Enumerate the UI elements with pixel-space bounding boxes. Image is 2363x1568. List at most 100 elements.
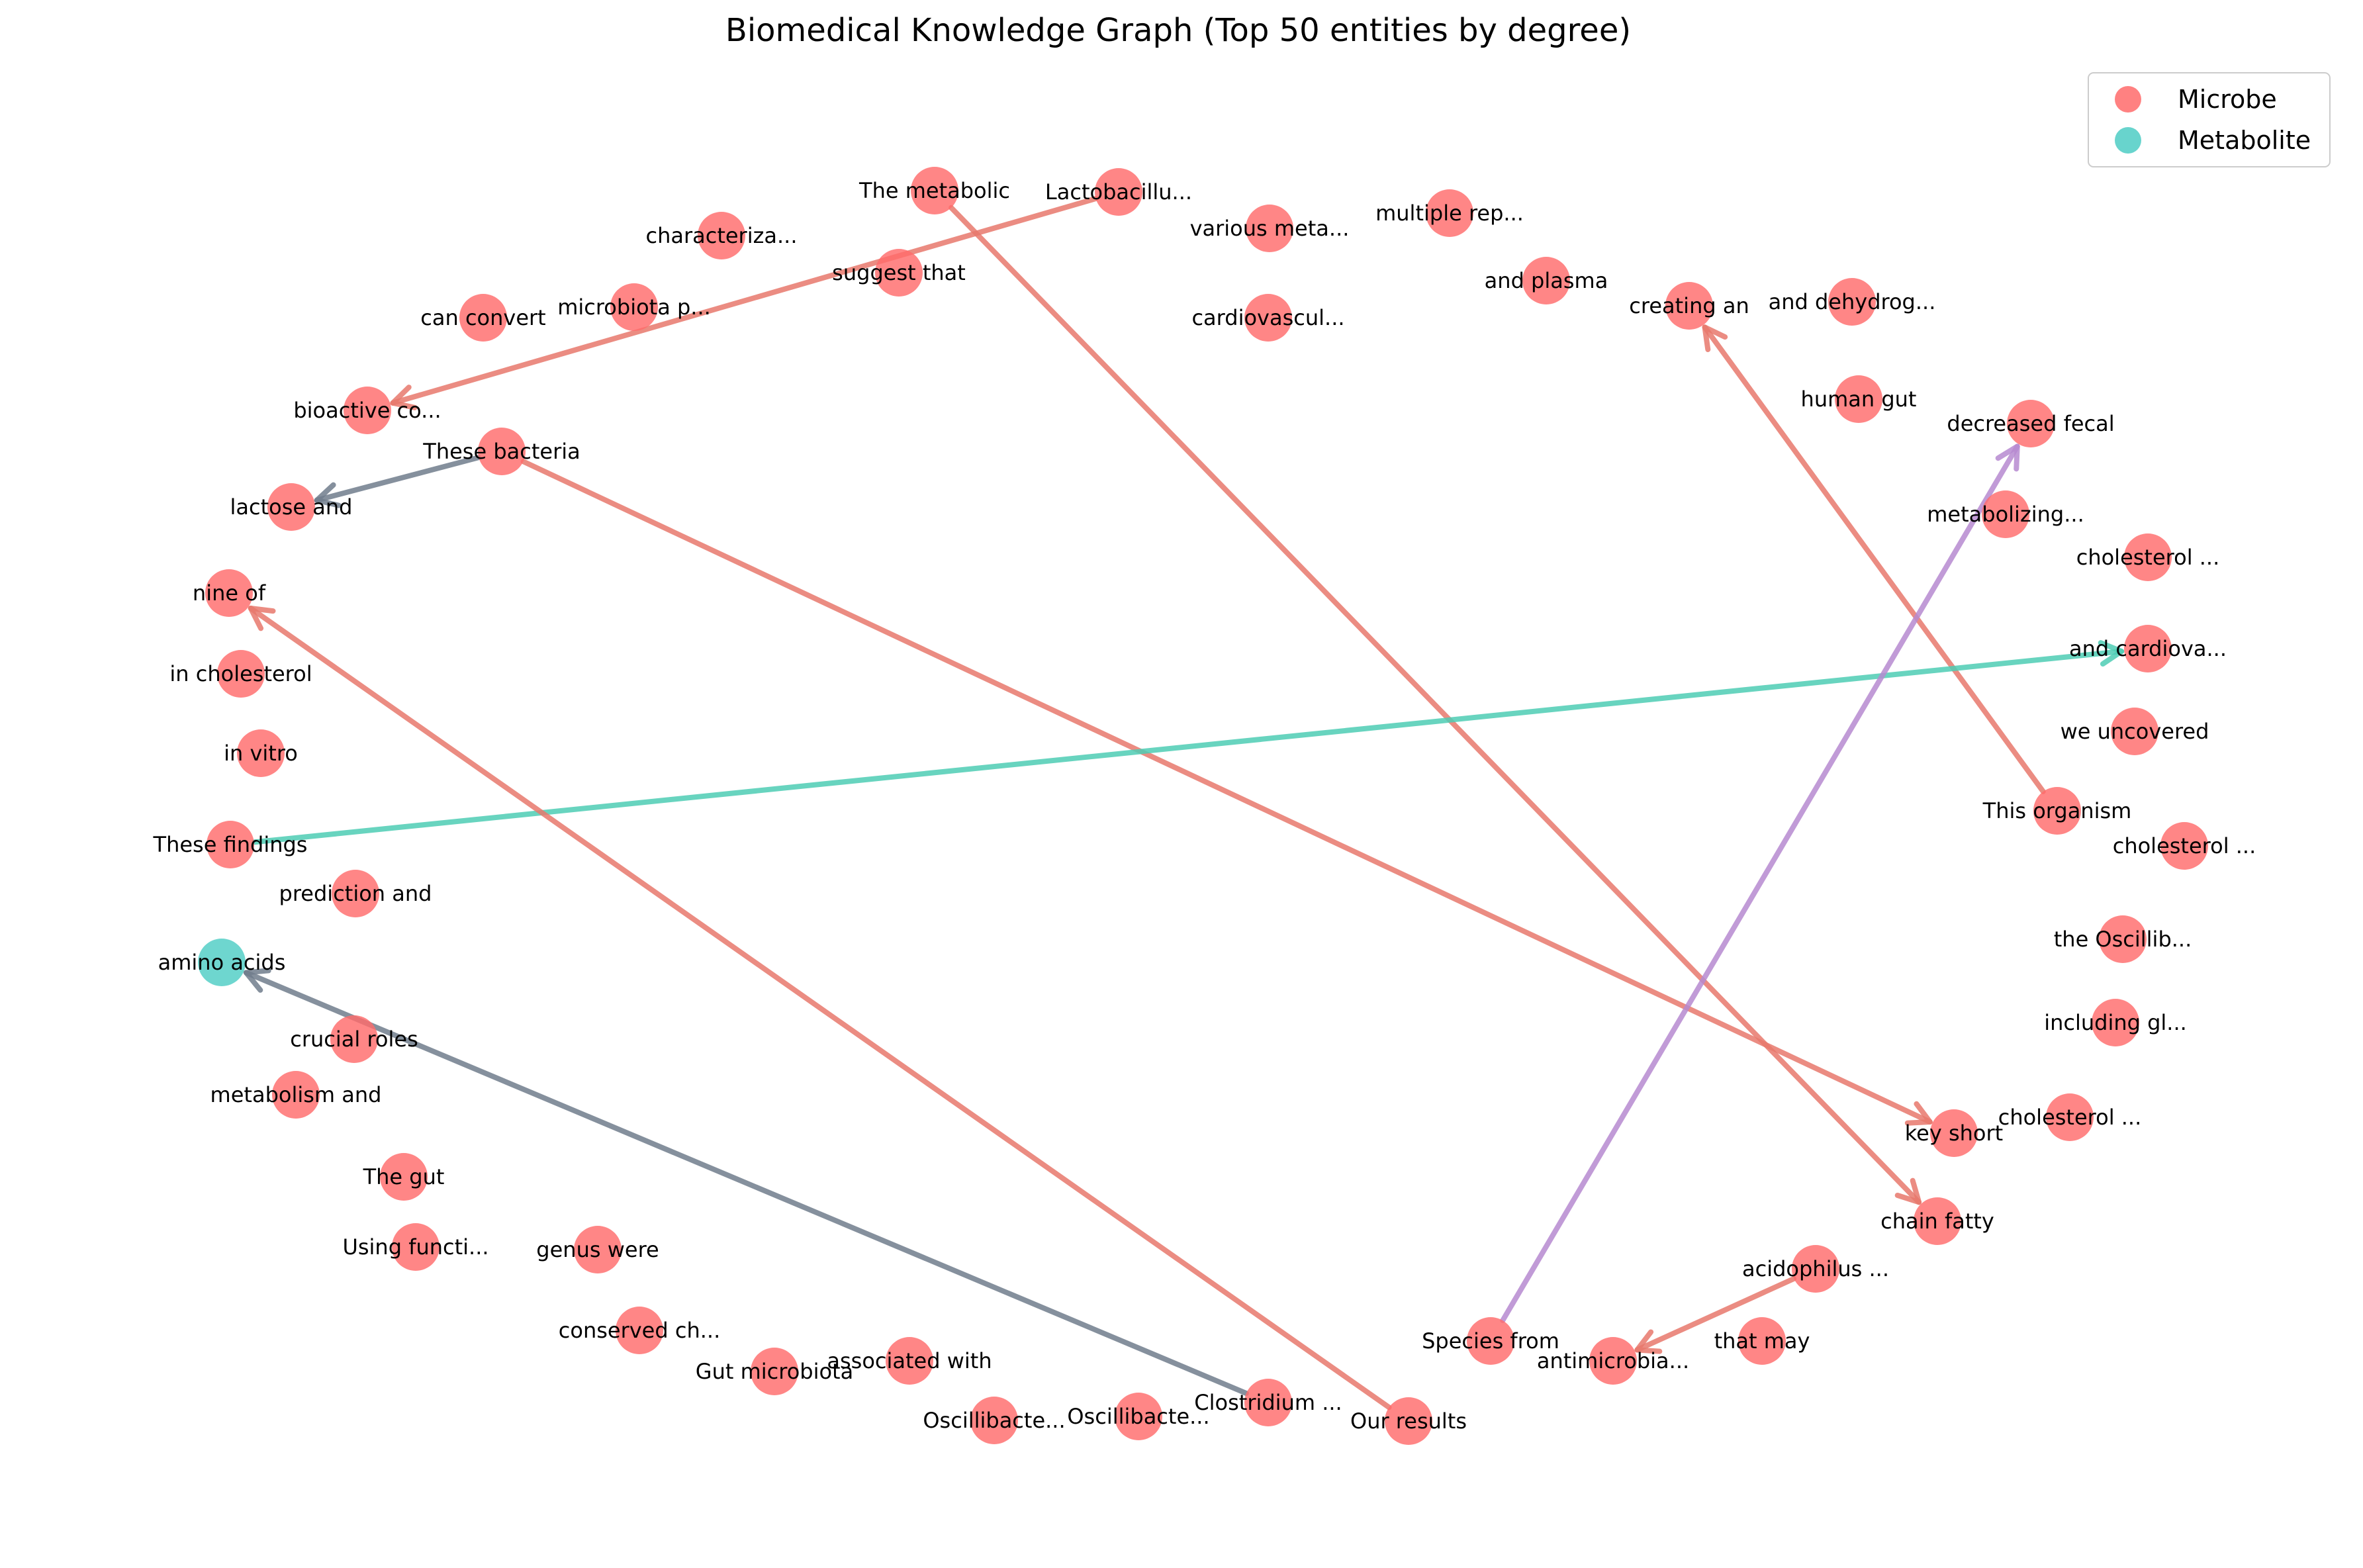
node-marker bbox=[1115, 1393, 1162, 1440]
edge-arrowhead bbox=[243, 968, 271, 993]
node-marker bbox=[1665, 282, 1713, 330]
edge-arrowhead bbox=[1904, 1101, 1933, 1126]
node-marker bbox=[2046, 1093, 2094, 1141]
node-label: Using functi... bbox=[342, 1234, 488, 1260]
node-label: cholesterol ... bbox=[1998, 1105, 2142, 1130]
node-label: Oscillibacte... bbox=[923, 1408, 1065, 1433]
microbe-node: antimicrobia... bbox=[1537, 1337, 1689, 1385]
microbe-node: Species from bbox=[1422, 1317, 1559, 1365]
node-label: human gut bbox=[1801, 387, 1917, 412]
node-marker bbox=[1385, 1397, 1432, 1445]
node-marker bbox=[1930, 1109, 1978, 1157]
node-marker bbox=[574, 1226, 622, 1273]
node-label: Our results bbox=[1350, 1408, 1467, 1434]
legend-metabolite-marker bbox=[2115, 127, 2141, 154]
node-label: in vitro bbox=[224, 741, 298, 766]
node-marker bbox=[2033, 787, 2081, 835]
node-marker bbox=[2007, 400, 2055, 447]
microbe-node: These findings bbox=[153, 821, 308, 868]
node-label: The gut bbox=[363, 1164, 445, 1189]
microbe-node: bioactive co... bbox=[293, 387, 441, 434]
microbe-node: multiple rep... bbox=[1375, 189, 1524, 237]
edge-arrowhead bbox=[314, 482, 342, 508]
legend-metabolite-label: Metabolite bbox=[2178, 126, 2311, 155]
node-label: chain fatty bbox=[1880, 1209, 1994, 1234]
legend-microbe-marker bbox=[2115, 86, 2141, 113]
microbe-node: Using functi... bbox=[342, 1223, 489, 1271]
node-marker bbox=[2124, 625, 2172, 672]
node-marker bbox=[698, 212, 745, 259]
node-label: the Oscillib... bbox=[2054, 927, 2192, 952]
metabolite-node: amino acids bbox=[158, 939, 285, 986]
microbe-node: genus were bbox=[536, 1226, 659, 1273]
node-marker bbox=[610, 283, 658, 331]
node-marker bbox=[1589, 1337, 1637, 1385]
edge-layer bbox=[243, 196, 2125, 1410]
node-label: cholesterol ... bbox=[2076, 545, 2220, 570]
node-marker bbox=[207, 821, 254, 868]
node-marker bbox=[1244, 1379, 1292, 1426]
node-label: associated with bbox=[827, 1348, 992, 1373]
graph-edge bbox=[314, 455, 482, 503]
node-label: decreased fecal bbox=[1947, 411, 2114, 436]
microbe-node: various meta... bbox=[1190, 205, 1350, 252]
node-marker bbox=[1982, 490, 2029, 538]
edge-arrowhead bbox=[1634, 1329, 1663, 1354]
microbe-node: metabolizing... bbox=[1927, 490, 2084, 538]
node-marker bbox=[217, 650, 265, 698]
microbe-node: characteriza... bbox=[645, 212, 798, 259]
node-marker bbox=[2111, 708, 2158, 755]
node-marker bbox=[392, 1223, 440, 1271]
microbe-node: cholesterol ... bbox=[2076, 533, 2220, 581]
node-marker bbox=[1835, 375, 1882, 423]
node-label: and cardiova... bbox=[2069, 636, 2227, 661]
node-label: These findings bbox=[153, 832, 308, 857]
microbe-node: in cholesterol bbox=[169, 650, 312, 698]
node-marker bbox=[2092, 999, 2139, 1046]
edge-arrowhead bbox=[1894, 1177, 1922, 1205]
microbe-node: nine of bbox=[193, 569, 266, 617]
microbe-node: crucial roles bbox=[290, 1015, 418, 1063]
microbe-node: we uncovered bbox=[2061, 708, 2209, 755]
microbe-node: The gut bbox=[363, 1153, 445, 1201]
microbe-node: cardiovascul... bbox=[1191, 294, 1345, 342]
node-marker bbox=[267, 483, 315, 531]
microbe-node: These bacteria bbox=[422, 428, 580, 475]
node-label: key short bbox=[1905, 1121, 2003, 1146]
node-marker bbox=[875, 249, 923, 297]
node-marker bbox=[1828, 278, 1876, 326]
microbe-node: Gut microbiota bbox=[696, 1348, 853, 1395]
node-label: including gl... bbox=[2044, 1010, 2187, 1035]
node-label: These bacteria bbox=[422, 439, 580, 464]
node-label: prediction and bbox=[279, 881, 432, 906]
microbe-node: This organism bbox=[1982, 787, 2132, 835]
node-label: metabolism and bbox=[210, 1082, 382, 1107]
node-label: metabolizing... bbox=[1927, 502, 2084, 527]
node-label: cardiovascul... bbox=[1191, 305, 1344, 330]
microbe-node: suggest that bbox=[832, 249, 966, 297]
microbe-node: cholesterol ... bbox=[2113, 822, 2256, 870]
microbe-node: Lactobacillu... bbox=[1045, 168, 1192, 216]
microbe-node: including gl... bbox=[2044, 999, 2187, 1046]
microbe-node: metabolism and bbox=[210, 1071, 382, 1119]
microbe-node: decreased fecal bbox=[1947, 400, 2115, 447]
graph-edge bbox=[1634, 1275, 1797, 1353]
node-marker bbox=[330, 1015, 378, 1063]
node-label: lactose and bbox=[230, 494, 353, 520]
node-label: various meta... bbox=[1190, 216, 1350, 241]
node-marker bbox=[344, 387, 391, 434]
node-label: suggest that bbox=[832, 260, 966, 285]
edge-arrowhead bbox=[1995, 443, 2020, 472]
node-label: can convert bbox=[420, 305, 545, 330]
graph-edge bbox=[949, 205, 1922, 1205]
node-label: This organism bbox=[1982, 798, 2132, 823]
microbe-node: Clostridium ... bbox=[1194, 1379, 1342, 1426]
node-marker bbox=[1244, 294, 1292, 342]
edge-arrowhead bbox=[390, 385, 418, 410]
microbe-node: conserved ch... bbox=[559, 1307, 720, 1354]
node-marker bbox=[751, 1348, 798, 1395]
legend-microbe-label: Microbe bbox=[2178, 85, 2277, 114]
microbe-node: and dehydrog... bbox=[1769, 278, 1935, 326]
microbe-node: key short bbox=[1905, 1109, 2003, 1157]
